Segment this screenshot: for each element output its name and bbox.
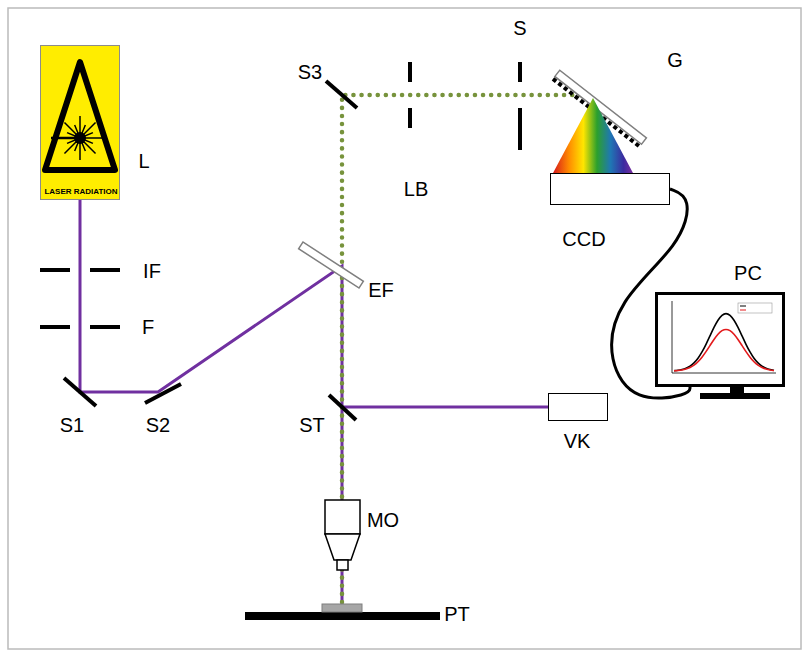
- part-label: F: [142, 316, 154, 338]
- filter: [40, 325, 120, 329]
- video-camera-box: VK: [548, 393, 608, 421]
- part-label: S2: [146, 414, 170, 436]
- slit: [518, 62, 522, 150]
- pc-monitor: PC: [655, 292, 785, 387]
- part-label: S1: [60, 414, 84, 436]
- plot-legend-box: [738, 303, 772, 313]
- beam-splitter: [329, 395, 356, 420]
- plot-legend-line: [740, 306, 746, 307]
- starburst-center: [74, 132, 86, 144]
- part-label: S3: [298, 61, 322, 83]
- raman-light: [342, 95, 590, 602]
- spectrum-curve: [674, 314, 774, 371]
- sample: [322, 604, 362, 612]
- part-label: L: [138, 150, 149, 172]
- mirror-s2: [145, 384, 181, 403]
- part-label: VK: [564, 430, 591, 452]
- part-label: PT: [444, 603, 470, 625]
- monitor-stand: [700, 387, 770, 399]
- laser-warning-text: LASER RADIATION: [44, 188, 117, 197]
- warning-triangle: [45, 62, 115, 170]
- part-label: MO: [367, 509, 399, 531]
- part-label: ST: [299, 414, 325, 436]
- part-label: CCD: [562, 228, 605, 250]
- laser-hazard-symbol: [41, 46, 119, 199]
- spectrum-fan: [553, 98, 633, 173]
- part-label: EF: [368, 279, 394, 301]
- part-label: S: [513, 17, 526, 39]
- spectrum-plot: [658, 295, 782, 384]
- ccd-detector-box: CCD: [550, 173, 670, 205]
- sample-table: [245, 612, 440, 620]
- mirror-s3: [326, 81, 357, 108]
- part-label: G: [667, 49, 683, 71]
- laser-beam: [80, 200, 342, 604]
- edge-filter: [299, 242, 364, 288]
- camera-beam: [342, 406, 548, 409]
- part-label: PC: [734, 262, 762, 284]
- plot-legend-line: [740, 310, 746, 311]
- plot-axes: [672, 301, 776, 373]
- microscope-objective: [325, 500, 360, 570]
- mirror-s1: [64, 378, 96, 406]
- part-label: LB: [404, 178, 428, 200]
- lens-block: [408, 62, 412, 128]
- frame: [8, 8, 801, 649]
- spectrum-curve: [674, 329, 774, 370]
- part-label: IF: [143, 260, 161, 282]
- interference-filter: [40, 268, 120, 272]
- laser-sign: LASER RADIATIONL: [40, 45, 120, 200]
